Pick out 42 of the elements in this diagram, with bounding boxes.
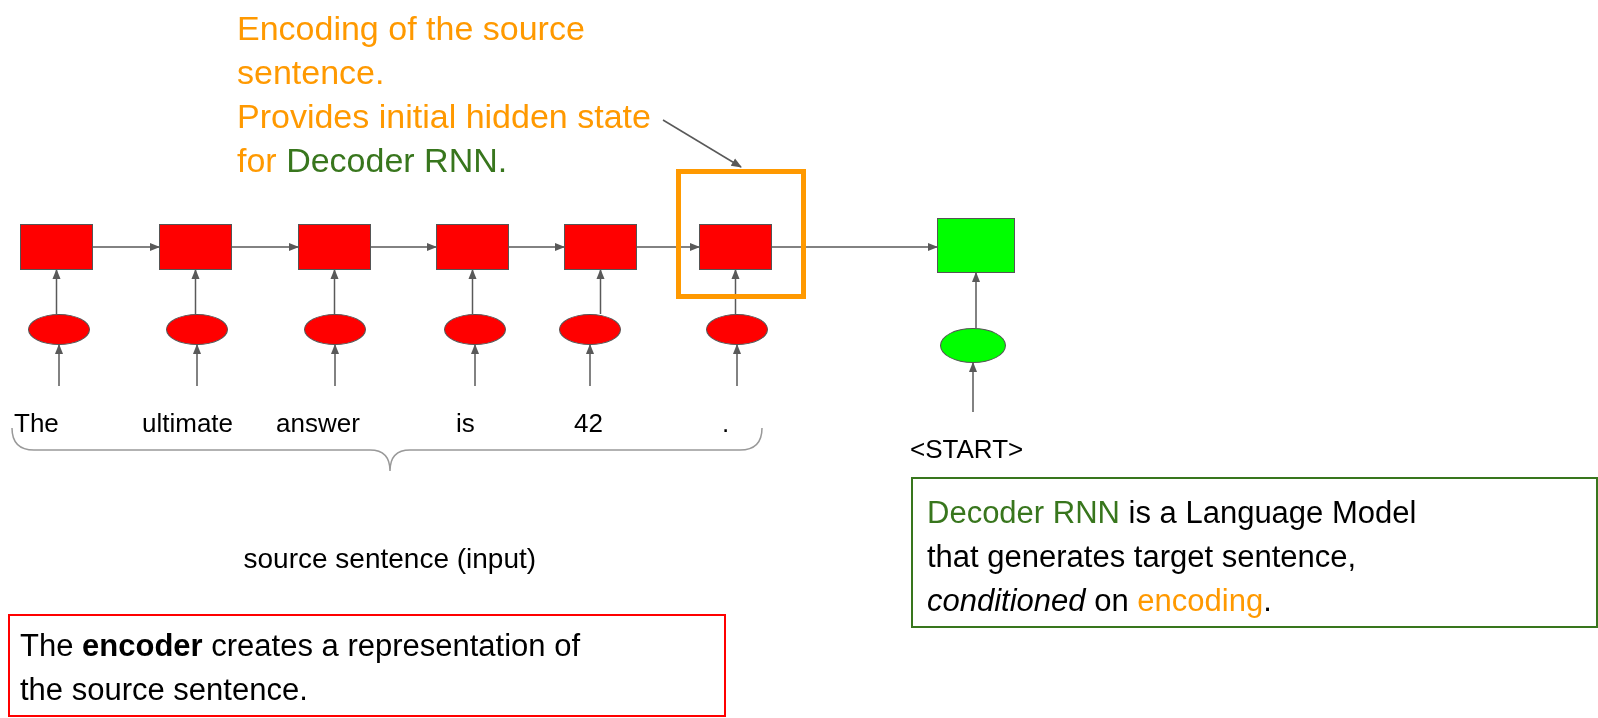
arrow — [92, 242, 161, 252]
decoder-cell — [937, 218, 1015, 273]
encoder-cell — [298, 224, 371, 270]
arrow — [732, 343, 742, 387]
arrow — [771, 242, 939, 252]
encoder-cell — [20, 224, 93, 270]
encoder-cell — [699, 224, 772, 270]
note-box — [911, 477, 1598, 628]
note-text: The encoder creates a representation of the source sentence. — [20, 627, 582, 709]
input-word: 42 — [574, 408, 603, 439]
highlight-frame — [676, 169, 806, 299]
arrow — [54, 343, 64, 387]
input-word: answer — [276, 408, 360, 439]
arrow — [191, 268, 200, 315]
arrow — [330, 343, 340, 387]
arrow — [52, 268, 61, 315]
note-box — [8, 614, 726, 717]
arrow — [370, 242, 438, 252]
arrow — [470, 343, 480, 387]
arrow — [231, 242, 300, 252]
note-text: Decoder RNN is a Language Model that generates target sentence, conditioned on encoding. — [927, 494, 1418, 620]
input-word: . — [722, 408, 730, 439]
input-word: is — [456, 408, 475, 439]
encoder-cell — [436, 224, 509, 270]
arrow — [596, 268, 605, 315]
encoder-cell — [159, 224, 232, 270]
arrow — [330, 268, 339, 315]
arrow — [636, 242, 701, 252]
arrow — [192, 343, 202, 387]
annotation-text: Encoding of the source sentence. Provides initial hidden state for Decoder RNN. — [237, 6, 677, 182]
encoder-cell — [564, 224, 637, 270]
arrow — [968, 361, 978, 413]
arrow — [468, 268, 477, 315]
arrow — [508, 242, 566, 252]
input-word: The — [14, 408, 59, 439]
leader-line — [662, 119, 742, 168]
input-word: ultimate — [142, 408, 234, 439]
brace-caption: source sentence (input) — [243, 543, 537, 575]
arrow — [731, 268, 740, 315]
arrow — [971, 271, 981, 329]
arrow — [585, 343, 595, 387]
input-word: <START> — [910, 434, 1024, 465]
